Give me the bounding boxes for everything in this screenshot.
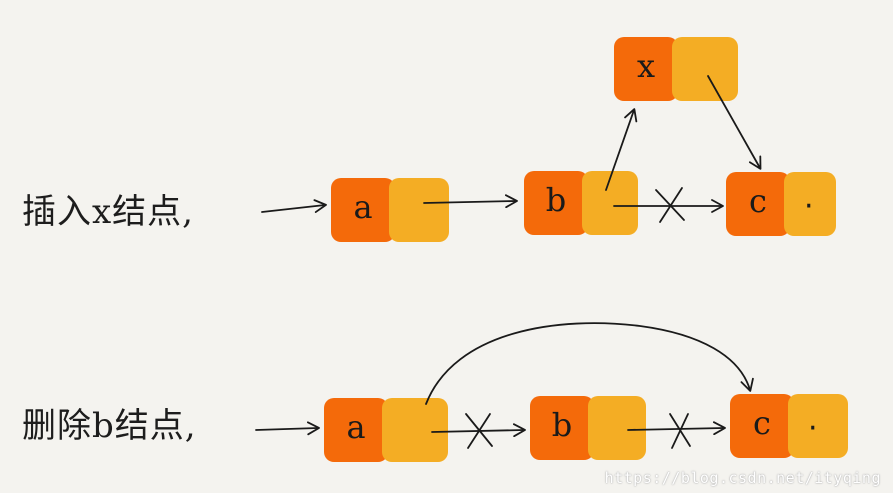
node-value: b bbox=[551, 406, 573, 444]
node-next-cell bbox=[582, 171, 638, 235]
node-next-cell bbox=[389, 178, 449, 242]
node-data-cell: c bbox=[726, 172, 790, 236]
node-data-cell: x bbox=[614, 37, 678, 101]
node-next-cell bbox=[588, 396, 646, 460]
cross-mark-b-c bbox=[669, 413, 691, 449]
node-value: a bbox=[353, 188, 373, 226]
node-next-cell: · bbox=[788, 394, 848, 458]
node-next-cell bbox=[382, 398, 448, 462]
node-value: c bbox=[749, 182, 767, 220]
node-value: c bbox=[753, 404, 771, 442]
node-data-cell: b bbox=[530, 396, 594, 460]
node-data-cell: b bbox=[524, 171, 588, 235]
node-value: a bbox=[346, 408, 366, 446]
watermark: https://blog.csdn.net/ityqing bbox=[604, 469, 881, 487]
arrow-a-to-c-bypass bbox=[425, 322, 754, 405]
cross-mark-a-b bbox=[465, 413, 493, 449]
cross-mark-top bbox=[655, 187, 685, 223]
node-value: x bbox=[636, 47, 656, 85]
head-arrow-bottom bbox=[255, 421, 320, 436]
arrow-b-to-x bbox=[605, 108, 638, 191]
arrow-a-to-b bbox=[423, 194, 518, 209]
node-next-cell bbox=[672, 37, 738, 101]
null-pointer-dot: · bbox=[804, 189, 814, 224]
node-data-cell: a bbox=[331, 178, 395, 242]
node-next-cell: · bbox=[784, 172, 836, 236]
null-pointer-dot: · bbox=[808, 411, 818, 446]
delete-section-label: 删除b结点, bbox=[22, 406, 197, 446]
node-data-cell: a bbox=[324, 398, 388, 462]
arrow-b-to-c-removed bbox=[627, 421, 726, 436]
insert-section-label: 插入x结点, bbox=[22, 192, 194, 232]
head-arrow-top bbox=[261, 199, 327, 213]
node-data-cell: c bbox=[730, 394, 794, 458]
arrow-x-to-c bbox=[707, 75, 762, 170]
node-value: b bbox=[545, 181, 567, 219]
